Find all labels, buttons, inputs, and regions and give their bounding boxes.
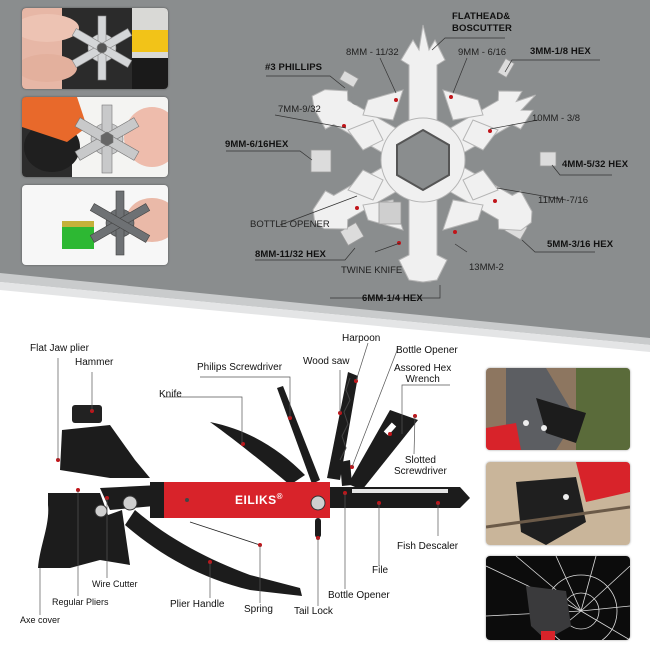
knife-blade [210,422,305,485]
label-10mm-3-8: 10MM - 3/8 [532,113,581,124]
label-flathead-boscutter: FLATHEAD& BOSCUTTER [452,11,513,34]
thumbnail-snowflake-bike [22,8,168,89]
label-flat-jaw-plier: Flat Jaw plier [30,343,89,354]
label-twine-knife: TWINE KNIFE [341,265,403,276]
label-knife: Knife [159,389,182,400]
label-axe-cover: Axe cover [20,615,61,625]
thumbnail-axe-on-log [486,368,630,450]
label-13mm-2: 13MM-2 [469,262,504,273]
label-7mm-9-32: 7MM-9/32 [278,104,321,115]
wood-saw-blade [327,372,358,480]
label-bottle-opener-bottom: Bottle Opener [328,590,390,601]
thumbnail-snowflake-bottle [22,185,168,265]
hex-wrench-blade [348,410,418,490]
tail-lock [315,518,321,538]
label-11mm-7-16: 11MM -7/16 [538,195,588,206]
thumbnail-axe-breaking-glass [486,556,630,640]
label-spring: Spring [244,604,273,615]
hammer-body [60,425,150,478]
label-bottle-opener: BOTTLE OPENER [250,219,330,230]
hex-stud-4mm [539,151,557,167]
label-assorted-hex-wrench: Assored Hex Wrench [394,363,452,385]
label-fish-descaler: Fish Descaler [397,541,459,552]
label-hammer: Hammer [75,357,114,368]
hex-stud-9mm [310,149,332,173]
label-wood-saw: Wood saw [303,356,350,367]
label-8mm-11-32-hex: 8MM-11/32 HEX [255,249,326,260]
label-3-phillips: #3 PHILLIPS [265,62,323,73]
plier-handle [125,510,302,596]
label-philips-screwdriver: Philips Screwdriver [197,362,283,373]
label-5mm-3-16-hex: 5MM-3/16 HEX [547,239,614,250]
label-harpoon: Harpoon [342,333,381,344]
label-plier-handle: Plier Handle [170,599,225,610]
label-9mm-6-16-hex: 9MM-6/16HEX [225,139,289,150]
brand-logo: EILIKS® [235,492,284,507]
bottle-opener-blade [340,460,352,486]
label-file: File [372,565,389,576]
label-wire-cutter: Wire Cutter [92,579,138,589]
label-9mm-6-16: 9MM - 6/16 [458,47,507,58]
hammer-head [72,405,102,423]
label-4mm-5-32-hex: 4MM-5/32 HEX [562,159,629,170]
label-regular-pliers: Regular Pliers [52,597,109,607]
label-slotted-screwdriver: Slotted Screwdriver [394,455,447,477]
label-6mm-1-4-hex: 6MM-1/4 HEX [362,293,423,304]
label-8mm-11-32: 8MM - 11/32 [346,47,399,58]
thumbnail-axe-cutting-branch [486,462,630,545]
thumbnail-snowflake-bolt [22,97,168,177]
label-tail-lock: Tail Lock [294,606,333,617]
phillips-screwdriver-blade [277,386,320,484]
label-bottle-opener-top: Bottle Opener [396,345,458,356]
pivot-screw [310,495,326,511]
label-3mm-1-8-hex: 3MM-1/8 HEX [530,46,591,57]
